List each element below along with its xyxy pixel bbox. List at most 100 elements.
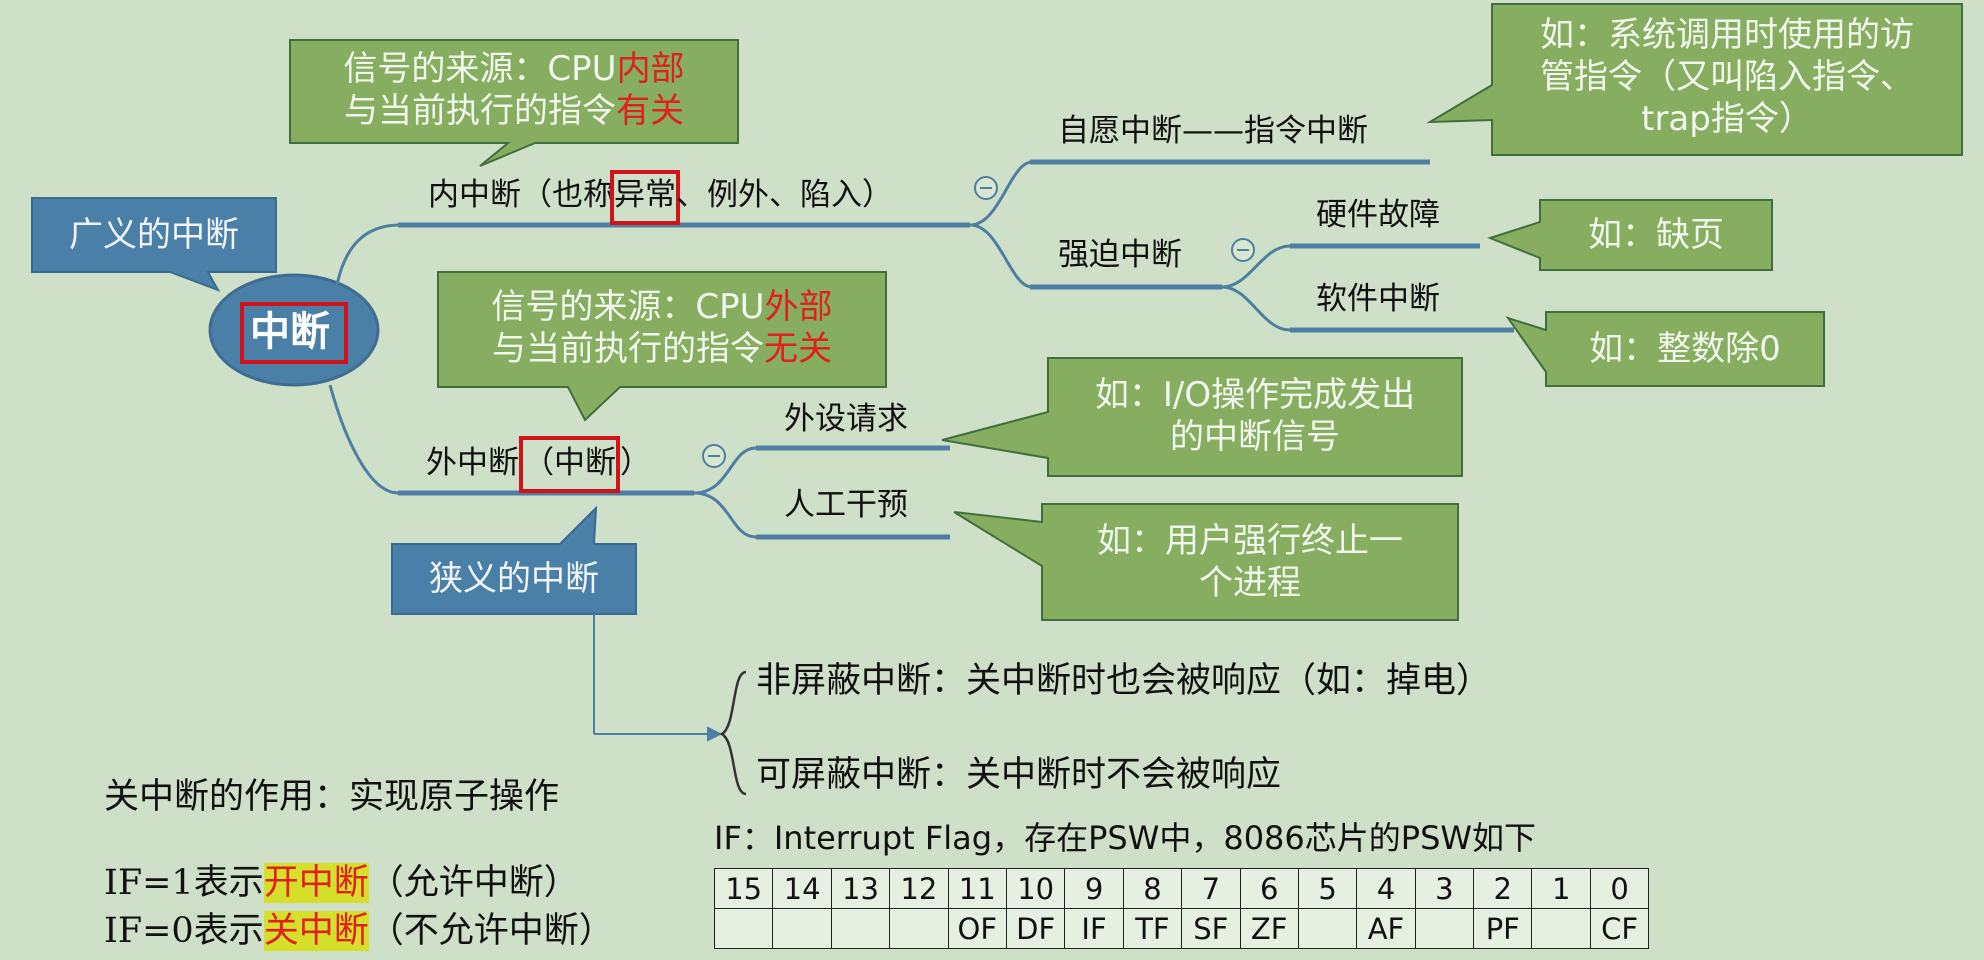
broad-label: 广义的中断 (69, 215, 239, 255)
internal-source-l2a: 与当前执行的指令 (344, 91, 616, 131)
external-highlight-box: （中断 (519, 436, 620, 493)
if1-text: IF=1表示开中断（允许中断） (104, 863, 579, 903)
manual-note-line: 如：用户强行终止一 (1097, 521, 1403, 561)
internal-label-post: 、例外、陷入） (676, 177, 893, 213)
callout-voluntary (1426, 3, 1963, 156)
psw-flag-cell (889, 908, 949, 949)
software-interrupt-note: 如：整数除0 (1589, 329, 1781, 369)
maskable-text: 可屏蔽中断：关中断时不会被响应 (756, 755, 1282, 795)
if0-post: （不允许中断） (368, 911, 614, 951)
psw-flag-cell: CF (1589, 908, 1650, 949)
callout-software (1505, 311, 1825, 387)
psw-flag-cell: AF (1356, 908, 1416, 949)
callout-external-source (437, 271, 887, 422)
minus-circle-icon[interactable] (974, 176, 998, 200)
minus-circle-icon[interactable] (702, 444, 726, 468)
manual-intervention-node[interactable]: 人工干预 (784, 487, 908, 523)
if0-pre: IF=0表示 (104, 911, 264, 951)
psw-bit-cell: 6 (1239, 868, 1299, 909)
nmi-text: 非屏蔽中断：关中断时也会被响应（如：掉电） (756, 661, 1492, 701)
external-label-box: （中断 (523, 445, 616, 481)
external-interrupt-node[interactable]: 外中断（中断） (426, 436, 651, 493)
if0-highlight: 关中断 (263, 911, 369, 951)
psw-flag-cell (830, 908, 891, 949)
callout-peripheral (941, 357, 1463, 477)
narrow-arrow (593, 614, 723, 742)
callout-manual (953, 503, 1459, 621)
internal-interrupt-node[interactable]: 内中断（也称异常、例外、陷入） (428, 170, 893, 225)
internal-source-l1b: 内部 (616, 49, 685, 89)
external-source-l1b: 外部 (764, 287, 833, 327)
callout-internal-source (289, 39, 739, 167)
external-source-note: 信号的来源：CPU外部 与当前执行的指令无关 (438, 286, 886, 370)
root-label: 中断 (250, 309, 330, 355)
voluntary-note: 如：系统调用时使用的访 管指令（又叫陷入指令、 trap指令） (1492, 14, 1962, 140)
psw-bit-cell: 14 (772, 868, 832, 909)
external-label-pre: 外中断 (426, 445, 519, 481)
psw-flag-cell (1297, 908, 1358, 949)
psw-bit-cell: 8 (1122, 868, 1183, 909)
internal-label-box: 异常 (614, 177, 676, 213)
external-source-l2b: 无关 (764, 329, 832, 369)
internal-label-pre: 内中断（也称 (428, 177, 614, 213)
hardware-fault-note: 如：缺页 (1588, 215, 1724, 255)
psw-flag-cell: SF (1181, 908, 1241, 949)
if1-post: （允许中断） (368, 863, 579, 903)
if1-highlight: 开中断 (263, 863, 369, 903)
if-title: IF：Interrupt Flag，存在PSW中，8086芯片的PSW如下 (714, 819, 1537, 857)
callout-broad (31, 197, 277, 292)
psw-bit-cell: 2 (1473, 868, 1533, 909)
internal-source-note: 信号的来源：CPU内部 与当前执行的指令有关 (290, 48, 738, 132)
callout-hardware (1487, 199, 1773, 271)
psw-bit-cell: 10 (1005, 868, 1066, 909)
psw-flag-cell: ZF (1239, 908, 1299, 949)
manual-note: 如：用户强行终止一 个进程 (1042, 520, 1458, 604)
brace (719, 670, 747, 796)
if1-pre: IF=1表示 (104, 863, 264, 903)
psw-flag-cell: DF (1005, 908, 1066, 949)
psw-flag-cell (713, 908, 774, 949)
psw-flag-cell (1531, 908, 1591, 949)
peripheral-note: 如：I/O操作完成发出 的中断信号 (1048, 374, 1462, 458)
psw-bit-cell: 3 (1414, 868, 1475, 909)
narrow-label: 狭义的中断 (429, 559, 599, 599)
peripheral-note-line: 如：I/O操作完成发出 (1094, 375, 1416, 415)
psw-bit-cell: 15 (713, 868, 774, 909)
psw-flag-cell: PF (1473, 908, 1533, 949)
disable-purpose-text: 关中断的作用：实现原子操作 (104, 777, 560, 817)
psw-bit-cell: 13 (830, 868, 891, 909)
if0-text: IF=0表示关中断（不允许中断） (104, 911, 614, 951)
psw-bit-cell: 5 (1297, 868, 1358, 909)
psw-bit-cell: 1 (1531, 868, 1591, 909)
psw-bit-cell: 7 (1181, 868, 1241, 909)
hardware-fault-node[interactable]: 硬件故障 (1316, 197, 1440, 233)
minus-circle-icon[interactable] (1231, 238, 1255, 262)
root-highlight-box (240, 302, 348, 364)
callout-narrow (391, 505, 637, 615)
psw-flag-cell (772, 908, 832, 949)
psw-flag-cell: TF (1122, 908, 1183, 949)
peripheral-request-node[interactable]: 外设请求 (784, 401, 908, 437)
exception-highlight-box: 异常 (610, 170, 680, 225)
voluntary-interrupt-node[interactable]: 自愿中断——指令中断 (1058, 113, 1368, 149)
psw-flag-cell: OF (947, 908, 1007, 949)
software-interrupt-node[interactable]: 软件中断 (1316, 281, 1440, 317)
voluntary-note-line: 如：系统调用时使用的访 (1540, 15, 1914, 55)
external-source-l1a: 信号的来源：CPU (491, 287, 765, 327)
psw-bit-cell: 0 (1589, 868, 1650, 909)
voluntary-note-line: trap指令） (1641, 99, 1813, 139)
root-node[interactable]: 中断 (240, 302, 348, 364)
voluntary-note-line: 管指令（又叫陷入指令、 (1540, 57, 1914, 97)
psw-flag-cell: IF (1064, 908, 1124, 949)
peripheral-note-line: 的中断信号 (1170, 417, 1340, 457)
psw-bit-cell: 4 (1356, 868, 1416, 909)
manual-note-line: 个进程 (1199, 563, 1301, 603)
psw-bit-cell: 9 (1064, 868, 1124, 909)
psw-bit-cell: 12 (889, 868, 949, 909)
forced-interrupt-node[interactable]: 强迫中断 (1058, 237, 1182, 273)
external-source-l2a: 与当前执行的指令 (492, 329, 764, 369)
internal-source-l1a: 信号的来源：CPU (343, 49, 617, 89)
